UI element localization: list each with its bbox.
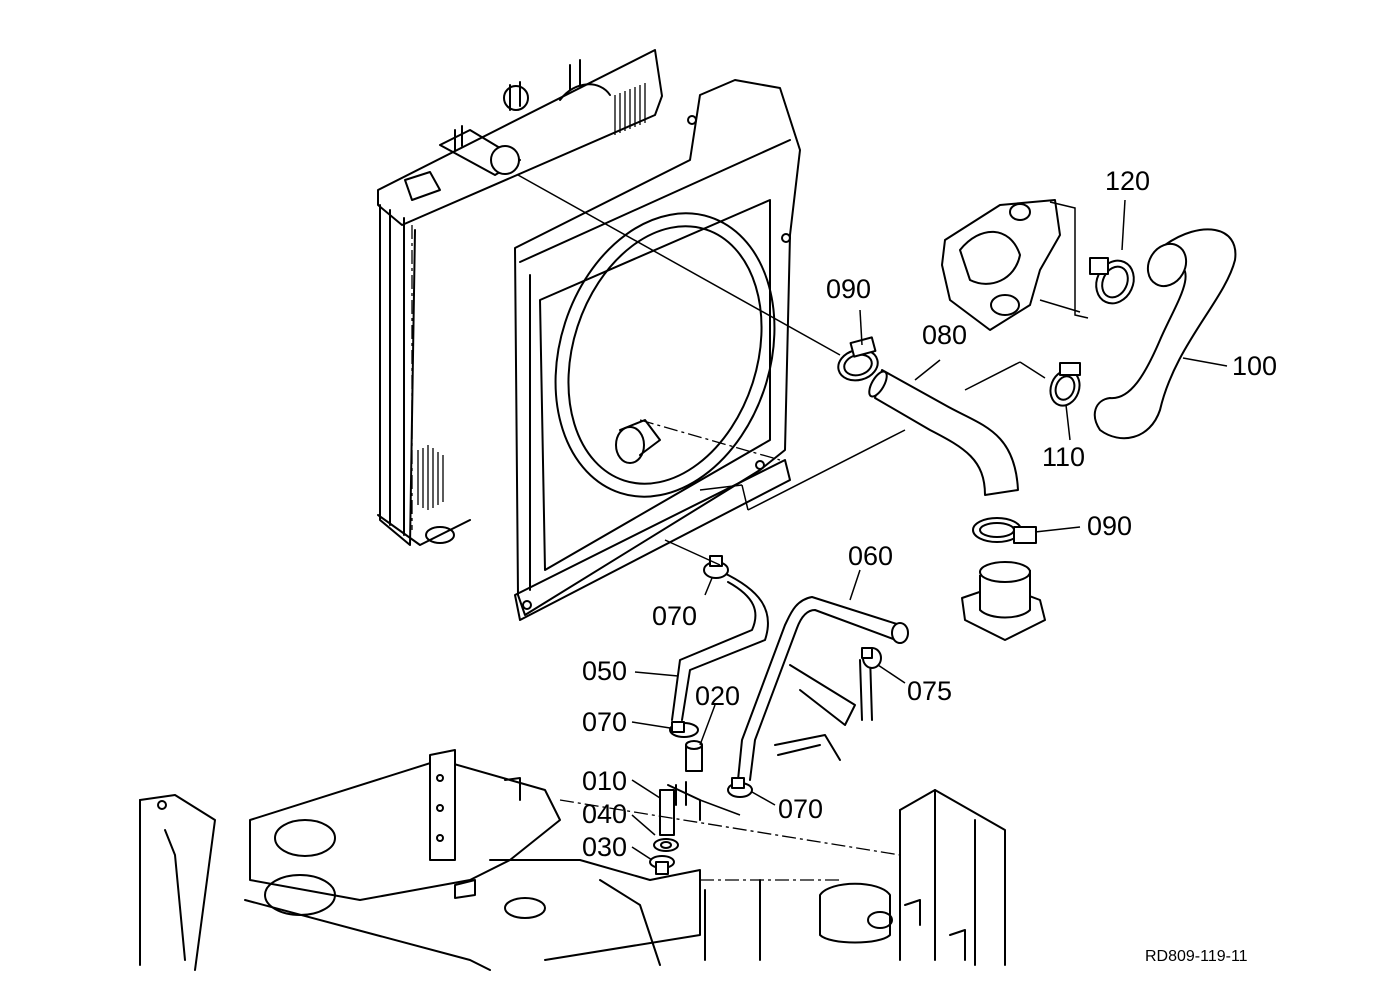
drain-cock-010 (659, 781, 701, 836)
callout-090-lower: 090 (1087, 511, 1132, 541)
clamp-070-upper (703, 555, 729, 579)
callout-070-upper: 070 (652, 601, 697, 631)
hose-100 (1093, 228, 1237, 440)
hose-060 (737, 596, 909, 781)
callout-100: 100 (1232, 351, 1277, 381)
drawing-reference-code: RD809-119-11 (1145, 948, 1248, 965)
plug-020 (685, 740, 703, 772)
clamp-110 (1049, 362, 1081, 407)
clamp-070-lower (727, 777, 753, 798)
callout-080: 080 (922, 320, 967, 350)
hose-080 (868, 369, 1019, 496)
washer-030 (649, 855, 675, 875)
callout-050: 050 (582, 656, 627, 686)
callout-075: 075 (907, 676, 952, 706)
callout-120: 120 (1105, 166, 1150, 196)
callout-060: 060 (848, 541, 893, 571)
callout-070-lower: 070 (778, 794, 823, 824)
callout-040: 040 (582, 799, 627, 829)
washer-040 (653, 838, 679, 852)
fan-shroud (514, 79, 801, 621)
radiator-assembly (377, 49, 663, 546)
clamp-120 (1089, 257, 1135, 305)
callout-020: 020 (695, 681, 740, 711)
hose-050 (671, 571, 770, 721)
callout-labels: 120 090 080 100 110 090 060 070 050 075 … (582, 166, 1277, 965)
callout-030: 030 (582, 832, 627, 862)
callout-090-upper: 090 (826, 274, 871, 304)
clamp-070-mid (669, 721, 699, 738)
machine-frame (139, 749, 1006, 971)
radiator-grille-hatching (417, 83, 646, 510)
callout-110: 110 (1042, 442, 1085, 472)
thermostat-housing (941, 199, 1061, 331)
leader-lines (517, 174, 1228, 861)
clamp-075 (861, 647, 882, 669)
callout-070-mid: 070 (582, 707, 627, 737)
clamp-090-upper (837, 336, 879, 382)
water-outlet-flange (961, 561, 1046, 641)
callout-010: 010 (582, 766, 627, 796)
clamp-090-lower (972, 517, 1037, 544)
